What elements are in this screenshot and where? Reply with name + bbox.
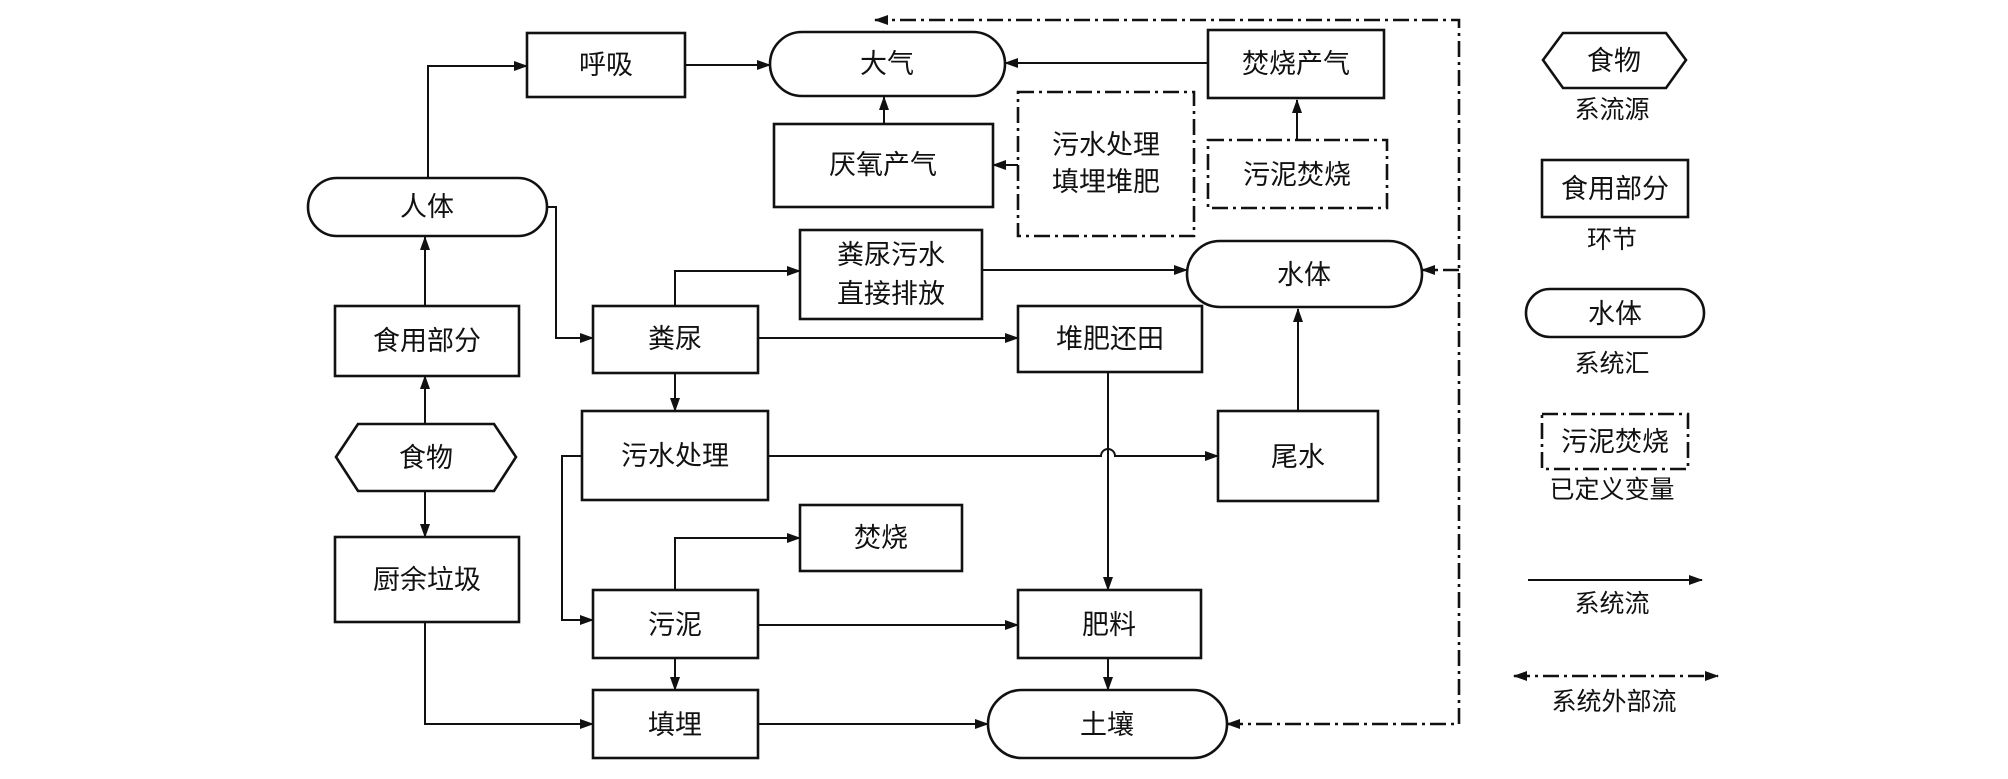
node-edible-part: 食用部分: [333, 304, 521, 378]
node-landfill: 填埋: [591, 688, 760, 760]
node-sludge-incineration-label: 污泥焚烧: [1243, 160, 1351, 191]
node-discharge-line2: 直接排放: [837, 279, 945, 310]
node-soil: 土壤: [986, 688, 1229, 760]
legend-sink: 水体 系统汇: [1524, 287, 1706, 378]
node-incineration-label: 焚烧: [854, 523, 908, 554]
node-fertilizer: 肥料: [1016, 588, 1203, 660]
node-respiration: 呼吸: [525, 31, 687, 99]
node-kitchen-waste-label: 厨余垃圾: [373, 565, 481, 596]
node-excreta-label: 粪尿: [648, 324, 702, 355]
legend-variable: 污泥焚烧 已定义变量: [1540, 412, 1690, 504]
node-respiration-label: 呼吸: [579, 50, 633, 81]
node-wastewater-treatment: 污水处理: [580, 409, 770, 502]
legend-link-shape-label: 食用部分: [1561, 174, 1669, 205]
node-anaerobic-gas: 厌氧产气: [772, 122, 995, 209]
node-wastewater-landfill-compost: 污水处理 填埋堆肥: [1016, 90, 1196, 238]
node-kitchen-waste: 厨余垃圾: [333, 535, 521, 624]
node-sludge: 污泥: [591, 588, 760, 660]
legend-link-caption: 环节: [1587, 225, 1637, 254]
legend-variable-caption: 已定义变量: [1549, 475, 1674, 504]
legend-variable-shape-label: 污泥焚烧: [1561, 427, 1669, 458]
node-discharge-line1: 粪尿污水: [837, 240, 945, 271]
node-food-label: 食物: [399, 443, 453, 474]
node-soil-label: 土壤: [1080, 710, 1134, 741]
node-wastewater-treatment-label: 污水处理: [621, 441, 729, 472]
legend-external-flow-caption: 系统外部流: [1551, 687, 1676, 716]
legend-sink-shape-label: 水体: [1588, 299, 1642, 330]
node-human-body: 人体: [306, 176, 549, 238]
node-edible-part-label: 食用部分: [373, 326, 481, 357]
legend-system-flow: 系统流: [1528, 575, 1703, 618]
legend-external-flow: 系统外部流: [1513, 671, 1719, 716]
legend-sink-caption: 系统汇: [1574, 349, 1649, 378]
node-incineration-gas: 焚烧产气: [1206, 28, 1386, 100]
legend-link: 食用部分 环节: [1540, 158, 1690, 254]
node-anaerobic-gas-label: 厌氧产气: [829, 150, 937, 181]
node-sludge-label: 污泥: [648, 610, 702, 641]
legend-system-flow-caption: 系统流: [1574, 589, 1649, 618]
node-compost-return: 堆肥还田: [1016, 304, 1204, 374]
flow-kitchen-to-landfill: [424, 622, 594, 729]
legend-source-caption: 系流源: [1574, 95, 1649, 124]
node-wwlc-line2: 填埋堆肥: [1052, 167, 1160, 198]
legend-source-shape-label: 食物: [1587, 46, 1641, 77]
node-wwlc-line1: 污水处理: [1052, 130, 1160, 161]
legend-source: 食物 系流源: [1541, 31, 1688, 124]
node-atmosphere: 大气: [768, 30, 1007, 98]
external-flow-loop: [874, 15, 1461, 729]
node-effluent-label: 尾水: [1271, 442, 1325, 473]
node-fertilizer-label: 肥料: [1082, 610, 1136, 641]
node-atmosphere-label: 大气: [860, 49, 914, 80]
node-effluent: 尾水: [1216, 409, 1380, 503]
node-water-body-label: 水体: [1277, 260, 1331, 291]
node-incineration: 焚烧: [798, 503, 964, 573]
node-incineration-gas-label: 焚烧产气: [1242, 49, 1350, 80]
node-landfill-label: 填埋: [648, 710, 702, 741]
node-human-body-label: 人体: [400, 192, 454, 223]
node-excreta: 粪尿: [591, 304, 760, 375]
flow-wastewater-to-sludge: [561, 455, 594, 625]
flow-human-to-excreta: [547, 206, 594, 343]
flow-excreta-to-discharge: [674, 266, 801, 306]
legend: 食物 系流源 食用部分 环节 水体 系统汇 污泥焚烧 已定义变量 系统流 系统外…: [1513, 31, 1719, 716]
node-excreta-direct-discharge: 粪尿污水 直接排放: [798, 228, 984, 321]
node-food: 食物: [334, 422, 518, 493]
node-sludge-incineration: 污泥焚烧: [1206, 138, 1389, 210]
flow-sludge-to-incineration: [674, 533, 801, 590]
flow-wastewater-to-effluent: [768, 448, 1219, 461]
node-water-body: 水体: [1185, 239, 1424, 309]
flow-lines: [420, 15, 1461, 729]
flow-human-to-respiration: [427, 61, 528, 195]
node-compost-return-label: 堆肥还田: [1056, 324, 1164, 355]
